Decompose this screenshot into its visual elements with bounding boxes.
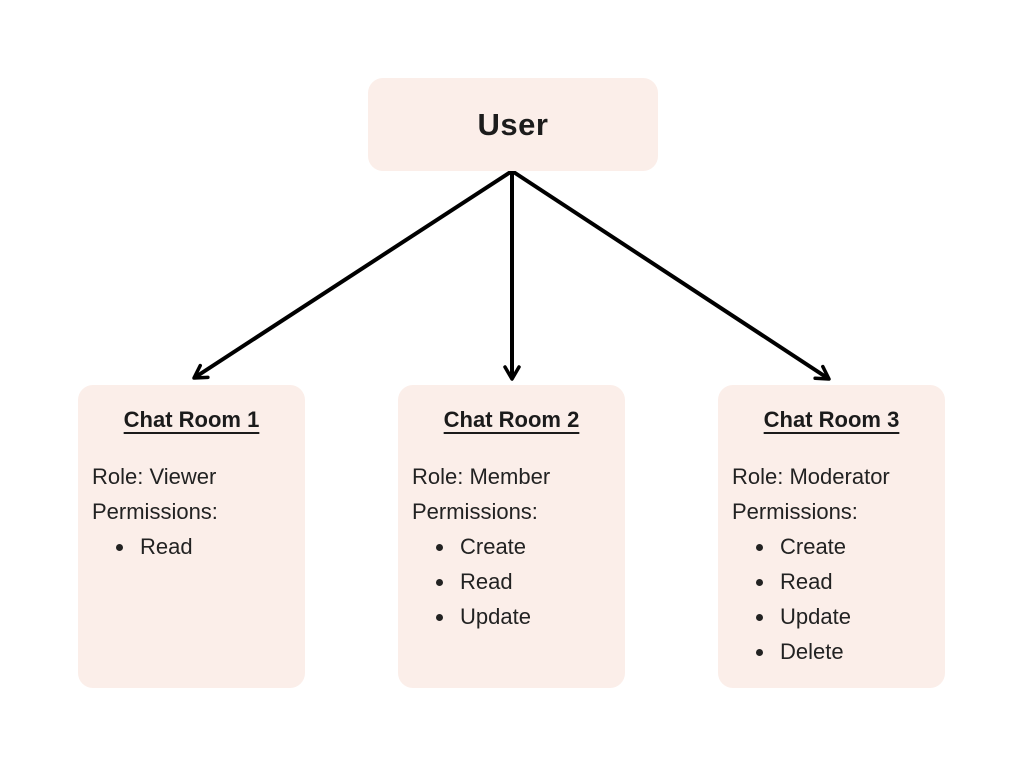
role-value: Member [469,464,551,489]
chat-room-2-title: Chat Room 2 [443,407,580,432]
permission-item: Read [456,564,611,599]
permission-item: Update [776,599,931,634]
role-label: Role: [92,464,144,489]
chat-room-3-permissions-heading: Permissions: [732,499,858,524]
chat-room-2-permissions-heading: Permissions: [412,499,538,524]
node-chat-room-2: Chat Room 2 Role: Member Permissions: Cr… [398,385,625,688]
chat-room-1-permissions-heading: Permissions: [92,499,218,524]
permission-item: Delete [776,634,931,669]
chat-room-1-title: Chat Room 1 [123,407,260,432]
node-chat-room-1: Chat Room 1 Role: Viewer Permissions: Re… [78,385,305,688]
role-value: Moderator [789,464,890,489]
node-chat-room-3: Chat Room 3 Role: Moderator Permissions:… [718,385,945,688]
permission-item: Create [776,529,931,564]
chat-room-3-permission-list: Create Read Update Delete [732,529,931,669]
chat-room-1-permission-list: Read [92,529,291,564]
edge-user-to-chat-room-3 [510,169,831,381]
permission-item: Read [776,564,931,599]
role-label: Role: [412,464,464,489]
chat-room-3-title: Chat Room 3 [763,407,900,432]
role-label: Role: [732,464,784,489]
permission-item: Create [456,529,611,564]
chat-room-3-role-line: Role: Moderator [732,459,931,494]
edge-user-to-chat-room-1 [192,169,514,380]
permission-item: Update [456,599,611,634]
node-user: User [368,78,658,171]
role-value: Viewer [149,464,217,489]
node-user-label: User [477,106,549,142]
permission-item: Read [136,529,291,564]
chat-room-1-role-line: Role: Viewer [92,459,291,494]
chat-room-2-permission-list: Create Read Update [412,529,611,634]
chat-room-2-role-line: Role: Member [412,459,611,494]
